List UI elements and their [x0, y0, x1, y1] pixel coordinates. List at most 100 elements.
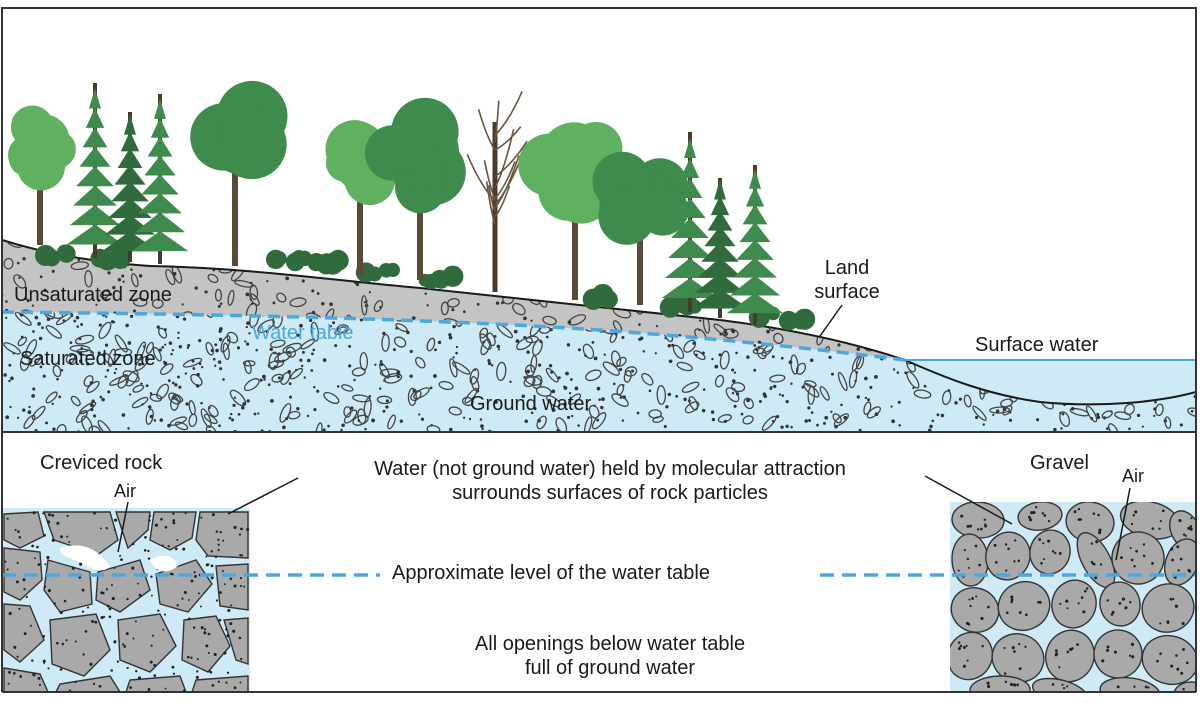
particle-dot [1115, 348, 1119, 352]
particle-dot [28, 405, 31, 409]
particle-dot [217, 360, 222, 364]
particle-dot [167, 379, 171, 383]
particle-oval [530, 240, 541, 251]
particle-dot [786, 271, 790, 275]
pebble-speck [1183, 694, 1185, 696]
particle-dot [701, 351, 705, 355]
particle-dot [800, 289, 804, 293]
particle-dot [129, 314, 134, 319]
particle-oval [804, 380, 817, 388]
molecular-leader-right [924, 475, 1013, 525]
particle-dot [20, 335, 24, 339]
particle-dot [364, 427, 367, 431]
pebble-speck [1047, 519, 1051, 523]
particle-dot [842, 318, 846, 322]
pebble-speck [1130, 558, 1134, 562]
particle-oval [65, 352, 76, 364]
pebble-speck [1170, 547, 1174, 551]
rock-speck [91, 619, 95, 624]
particle-dot [869, 337, 873, 341]
pebble-speck [1161, 509, 1165, 513]
particle-dot [39, 365, 43, 369]
particle-dot [671, 343, 675, 347]
pebble-speck [1097, 513, 1100, 517]
rock-speck [161, 544, 164, 547]
pebble-speck [1151, 561, 1154, 565]
particle-dot [299, 358, 303, 362]
particle-dot [912, 386, 915, 390]
particle-dot [90, 408, 94, 412]
particle-oval [194, 243, 213, 253]
rock-speck [172, 519, 176, 522]
deciduous-tree-icon [190, 80, 288, 180]
particle-dot [740, 412, 744, 416]
particle-dot [232, 403, 236, 408]
pebble-speck [965, 644, 968, 647]
rock-speck [42, 634, 46, 638]
rock-particle-icon [215, 563, 249, 611]
particle-dot [5, 415, 10, 420]
particle-dot [379, 387, 382, 390]
particle-oval [530, 355, 538, 373]
particle-oval [86, 380, 100, 394]
particle-dot [424, 292, 427, 296]
pebble-speck [1061, 683, 1064, 686]
particle-dot [300, 364, 304, 368]
particle-dot [455, 345, 459, 349]
particle-dot [563, 386, 568, 390]
particle-dot [878, 306, 882, 310]
rock-speck [205, 555, 208, 558]
rock-speck [134, 620, 137, 623]
particle-dot [285, 417, 289, 421]
particle-oval [145, 341, 154, 354]
particle-dot [374, 363, 377, 366]
particle-dot [563, 402, 567, 407]
particle-oval [624, 366, 638, 377]
particle-oval [981, 312, 994, 322]
rock-speck [238, 636, 242, 640]
rock-speck [19, 675, 22, 678]
pebble-speck [971, 597, 974, 600]
particle-oval [373, 300, 384, 313]
rock-speck [82, 653, 85, 656]
rock-speck [225, 681, 228, 684]
rock-speck [144, 535, 147, 539]
particle-oval [1164, 312, 1175, 331]
particle-dot [353, 378, 356, 382]
particle-dot [109, 292, 113, 296]
particle-dot [1101, 346, 1105, 351]
gravel-air-leader [1115, 487, 1131, 561]
particle-dot [194, 286, 198, 290]
particle-dot [569, 378, 573, 381]
rock-speck [239, 553, 242, 557]
particle-dot [289, 395, 293, 399]
rock-speck [172, 521, 176, 525]
particle-oval [946, 312, 956, 324]
particle-dot [1008, 418, 1013, 422]
particle-dot [545, 335, 549, 339]
particle-dot [619, 396, 623, 400]
particle-dot [521, 394, 526, 399]
pebble-speck [1129, 600, 1132, 604]
conifer-tree-icon [661, 132, 719, 312]
particle-dot [296, 406, 300, 411]
particle-oval [743, 397, 754, 410]
rock-speck [150, 644, 153, 647]
pebble-speck [1091, 562, 1095, 565]
particle-oval [1002, 405, 1013, 416]
particle-dot [3, 373, 7, 377]
particle-dot [935, 352, 939, 357]
particle-dot [434, 348, 437, 352]
particle-dot [349, 241, 353, 244]
particle-dot [630, 298, 633, 301]
rock-speck [66, 535, 69, 538]
pebble-speck [1129, 694, 1132, 697]
particle-dot [130, 268, 133, 271]
particle-dot [248, 332, 251, 335]
particle-dot [313, 408, 317, 412]
particle-oval [535, 386, 552, 397]
particle-dot [758, 399, 762, 403]
rock-speck [217, 538, 220, 541]
shrub-icon [265, 249, 313, 272]
rock-speck [74, 681, 77, 684]
